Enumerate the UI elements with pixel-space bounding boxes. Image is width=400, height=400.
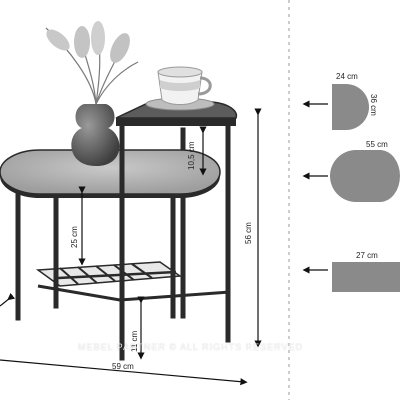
lower-shelf bbox=[35, 261, 231, 302]
gap-25-label: 25 cm bbox=[70, 226, 79, 248]
oval-tabletop bbox=[0, 149, 221, 198]
oval-width-label: 55 cm bbox=[366, 140, 388, 149]
width-59-arrow bbox=[0, 359, 248, 386]
watermark: MEBEL PARTNER © ALL RIGHTS RESERVED bbox=[78, 342, 304, 352]
height-56-label: 56 cm bbox=[244, 222, 253, 244]
width-59-label: 59 cm bbox=[112, 362, 134, 371]
gap-10-label: 10,5 cm bbox=[187, 141, 196, 170]
vase-decoration bbox=[45, 21, 139, 166]
shelf-width-label: 27 cm bbox=[356, 251, 378, 260]
shape-shelf bbox=[332, 262, 400, 292]
dimension-arrows bbox=[0, 100, 328, 386]
cup-and-saucer bbox=[145, 66, 215, 111]
half-round-width-label: 24 cm bbox=[336, 72, 358, 81]
half-round-depth-label: 36 cm bbox=[369, 94, 378, 116]
shape-half-round bbox=[332, 84, 369, 130]
depth-arrow bbox=[0, 292, 16, 307]
shape-oval bbox=[330, 150, 400, 202]
